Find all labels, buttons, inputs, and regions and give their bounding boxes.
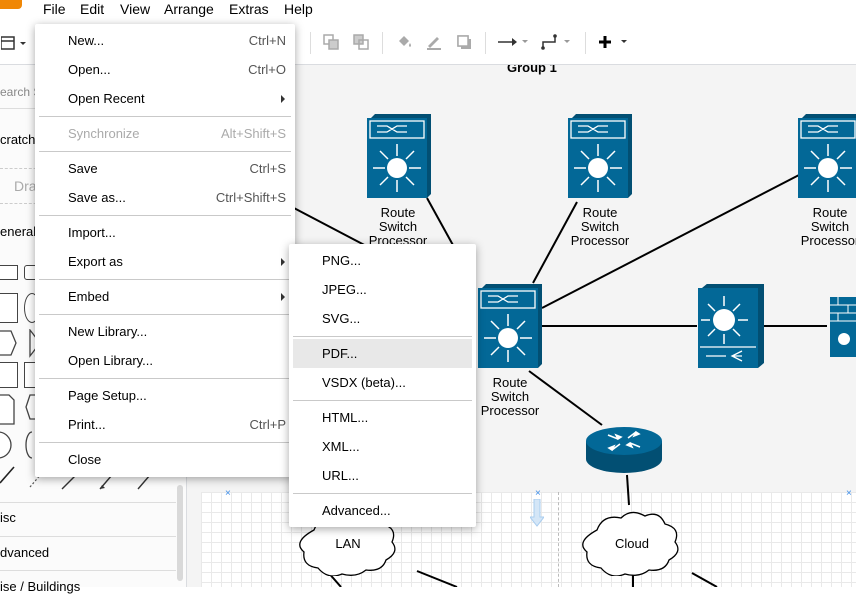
menu-separator xyxy=(39,279,291,280)
menu-item-import[interactable]: Import... xyxy=(68,225,116,240)
menu-separator xyxy=(39,151,291,152)
cloud-icon[interactable] xyxy=(577,510,685,576)
shadow-icon[interactable] xyxy=(453,33,475,53)
page-break-line xyxy=(558,492,559,587)
menu-item-print[interactable]: Print...Ctrl+P xyxy=(68,417,286,432)
export-html[interactable]: HTML... xyxy=(322,410,369,425)
connection-lines xyxy=(291,174,827,587)
menu-view[interactable]: View xyxy=(120,1,151,17)
menu-edit[interactable]: Edit xyxy=(80,1,105,17)
menu-separator xyxy=(39,116,291,117)
hexagon-shape[interactable] xyxy=(0,329,40,359)
square-shape[interactable] xyxy=(0,293,18,323)
line-shapes[interactable] xyxy=(0,463,160,493)
menu-separator xyxy=(293,400,472,401)
menu-file[interactable]: File xyxy=(43,1,66,17)
router-icon[interactable] xyxy=(586,423,666,477)
menu-help[interactable]: Help xyxy=(284,1,313,17)
file-menu: New...Ctrl+N Open...Ctrl+O Open Recent S… xyxy=(35,24,295,477)
route-switch-processor-icon[interactable] xyxy=(478,284,542,370)
menu-item-embed[interactable]: Embed xyxy=(35,282,295,311)
toolbar-separator xyxy=(585,32,586,54)
scratchpad-drag-hint: Dra xyxy=(14,178,37,194)
menu-item-save-as[interactable]: Save as...Ctrl+Shift+S xyxy=(68,190,286,205)
export-pdf[interactable]: PDF... xyxy=(293,339,472,368)
process-shape[interactable] xyxy=(0,362,18,388)
general-shapes-header[interactable]: eneral xyxy=(0,224,37,239)
scratchpad-header[interactable]: cratch xyxy=(0,132,36,147)
submenu-arrow-icon xyxy=(281,95,285,103)
menu-separator xyxy=(293,493,472,494)
menu-item-new-library[interactable]: New Library... xyxy=(68,324,148,339)
menu-item-open-library[interactable]: Open Library... xyxy=(68,353,154,368)
menu-item-export-as[interactable]: Export as xyxy=(35,247,295,276)
menu-item-open[interactable]: Open...Ctrl+O xyxy=(68,62,286,77)
menu-separator xyxy=(39,378,291,379)
selection-marker-icon: × xyxy=(535,488,541,499)
menu-separator xyxy=(39,215,291,216)
rectangle-shape[interactable] xyxy=(0,265,18,280)
misc-shapes-header[interactable]: isc xyxy=(0,510,16,525)
menu-item-new[interactable]: New...Ctrl+N xyxy=(68,33,286,48)
export-png[interactable]: PNG... xyxy=(322,253,362,268)
export-xml[interactable]: XML... xyxy=(322,439,360,454)
sidebar-divider xyxy=(0,536,176,537)
toolbar-separator xyxy=(382,32,383,54)
menu-extras[interactable]: Extras xyxy=(229,1,269,17)
insert-plus-icon[interactable] xyxy=(596,33,632,53)
submenu-arrow-icon xyxy=(281,258,285,266)
export-svg[interactable]: SVG... xyxy=(322,311,361,326)
route-switch-processor-icon[interactable] xyxy=(367,114,431,200)
app-logo-icon xyxy=(0,0,22,9)
circle-shape[interactable] xyxy=(0,431,40,459)
waypoint-style-icon[interactable] xyxy=(540,33,574,53)
lan-label: LAN xyxy=(335,536,361,551)
route-switch-processor-icon[interactable] xyxy=(568,114,632,200)
export-jpeg[interactable]: JPEG... xyxy=(322,282,367,297)
connection-arrow-icon[interactable] xyxy=(496,33,530,53)
advanced-shapes-header[interactable]: dvanced xyxy=(0,545,50,560)
to-front-icon[interactable] xyxy=(320,33,342,53)
group-1-title: Group 1 xyxy=(507,65,557,75)
export-as-submenu: PNG... JPEG... SVG... PDF... VSDX (beta)… xyxy=(289,244,476,527)
layer-3-switch-icon[interactable] xyxy=(698,284,764,370)
sidebar-toggle-icon[interactable] xyxy=(0,33,28,53)
document-shape[interactable] xyxy=(0,394,40,426)
menu-item-close[interactable]: Close xyxy=(68,452,102,467)
selection-marker-icon: × xyxy=(225,488,231,499)
sidebar-scrollbar[interactable] xyxy=(177,485,183,581)
toolbar-separator xyxy=(310,32,311,54)
sidebar-divider xyxy=(0,502,176,503)
submenu-arrow-icon xyxy=(281,293,285,301)
export-advanced[interactable]: Advanced... xyxy=(322,503,391,518)
drop-target-arrow-icon xyxy=(530,499,544,527)
selection-marker-icon: × xyxy=(846,488,852,499)
export-vsdx[interactable]: VSDX (beta)... xyxy=(322,375,406,390)
sidebar-divider xyxy=(0,570,176,571)
menu-arrange[interactable]: Arrange xyxy=(164,1,214,17)
export-url[interactable]: URL... xyxy=(322,468,359,483)
route-switch-processor-icon[interactable] xyxy=(798,114,856,200)
menu-separator xyxy=(39,314,291,315)
fill-color-icon[interactable] xyxy=(393,33,415,53)
menu-item-open-recent[interactable]: Open Recent xyxy=(35,84,295,113)
menubar: File Edit View Arrange Extras Help xyxy=(0,0,856,20)
toolbar-separator xyxy=(485,32,486,54)
menu-separator xyxy=(293,336,472,337)
cloud-label: Cloud xyxy=(615,536,649,551)
firewall-icon[interactable] xyxy=(828,295,856,359)
menu-item-page-setup[interactable]: Page Setup... xyxy=(68,388,147,403)
line-color-icon[interactable] xyxy=(423,33,445,53)
menu-separator xyxy=(39,442,291,443)
shape-search-input[interactable]: earch S xyxy=(0,85,42,99)
to-back-icon[interactable] xyxy=(350,33,372,53)
